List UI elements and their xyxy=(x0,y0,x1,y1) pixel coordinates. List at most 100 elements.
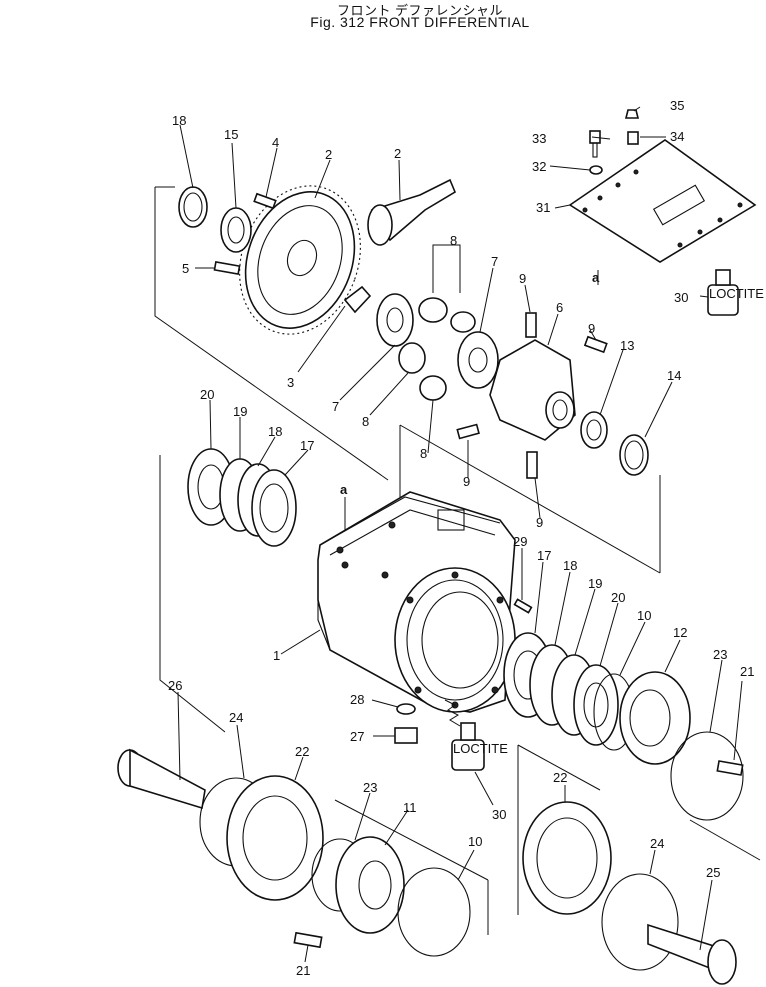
callout-31: 31 xyxy=(536,200,550,215)
callout-28: 28 xyxy=(350,692,364,707)
brake-bolt-right xyxy=(716,760,744,776)
callout-35: 35 xyxy=(670,98,684,113)
drain-plug xyxy=(394,727,418,744)
loctite-bottle-upper: LOCTITE xyxy=(707,269,764,316)
callout-20b: 20 xyxy=(611,590,625,605)
callout-a-cover: a xyxy=(592,270,600,285)
pinion-gear-top xyxy=(418,297,448,323)
side-gear-right xyxy=(457,331,499,389)
callout-4: 4 xyxy=(272,135,279,150)
breather-cap xyxy=(624,109,640,119)
callout-12: 12 xyxy=(673,625,687,640)
dowel-pin xyxy=(513,598,533,614)
callout-2: 2 xyxy=(325,147,332,162)
callout-22: 22 xyxy=(295,744,309,759)
callout-5: 5 xyxy=(182,261,189,276)
bearing-race-left xyxy=(178,186,208,228)
callout-9b: 9 xyxy=(588,321,595,336)
figure-title-japanese: フロント デファレンシャル xyxy=(336,3,504,18)
o-ring-right xyxy=(670,731,744,821)
callout-30: 30 xyxy=(674,290,688,305)
callout-23b: 23 xyxy=(363,780,377,795)
pinion-shaft-pins xyxy=(456,312,608,479)
callout-19: 19 xyxy=(233,404,247,419)
callout-8b: 8 xyxy=(362,414,369,429)
callout-27: 27 xyxy=(350,729,364,744)
callout-17: 17 xyxy=(300,438,314,453)
breather-plug xyxy=(627,131,639,145)
callout-8c: 8 xyxy=(420,446,427,461)
o-ring-right-lower xyxy=(601,873,679,971)
loctite-bottle-lower: LOCTITE xyxy=(451,722,508,771)
callout-18b: 18 xyxy=(268,424,282,439)
loctite-label-lower: LOCTITE xyxy=(453,741,508,756)
callout-3: 3 xyxy=(287,375,294,390)
lock-plate xyxy=(343,285,372,314)
taper-bearing-right xyxy=(580,411,608,449)
callout-1: 1 xyxy=(273,648,280,663)
callout-6: 6 xyxy=(556,300,563,315)
callout-11: 11 xyxy=(403,800,417,815)
callout-20: 20 xyxy=(200,387,214,402)
ring-gear-bolt-lower xyxy=(213,261,241,275)
callout-24: 24 xyxy=(229,710,243,725)
pinion-gear-mid xyxy=(450,311,476,333)
callout-29: 29 xyxy=(513,534,527,549)
loctite-label-upper: LOCTITE xyxy=(709,286,764,301)
cover-washer xyxy=(589,165,603,175)
figure-title-english: Fig. 312 FRONT DIFFERENTIAL xyxy=(310,14,530,30)
callout-19b: 19 xyxy=(588,576,602,591)
callout-14: 14 xyxy=(667,368,681,383)
housing-cover-plate xyxy=(568,139,757,263)
pinion-gear-bottom xyxy=(419,375,447,401)
callout-13: 13 xyxy=(620,338,634,353)
callout-21: 21 xyxy=(740,664,754,679)
ring-gear xyxy=(239,185,361,335)
callout-9: 9 xyxy=(519,271,526,286)
callout-8: 8 xyxy=(450,233,457,248)
callout-33: 33 xyxy=(532,131,546,146)
brake-housing-right xyxy=(522,801,612,915)
drain-plug-gasket xyxy=(396,703,416,715)
axle-shaft-right xyxy=(647,923,737,985)
brake-bolt-left xyxy=(293,931,323,949)
drive-pinion xyxy=(367,178,457,246)
callout-numbers: 18 15 4 2 2 35 33 34 32 31 5 8 7 9 9 6 1… xyxy=(168,98,754,978)
callout-21b: 21 xyxy=(296,963,310,978)
callout-10: 10 xyxy=(637,608,651,623)
brake-discs-left xyxy=(187,448,297,547)
callout-a-housing: a xyxy=(340,482,348,497)
axle-shaft-left xyxy=(117,748,206,810)
figure-title: フロント デファレンシャル Fig. 312 FRONT DIFFERENTIA… xyxy=(0,0,766,40)
cover-bolt xyxy=(589,130,601,158)
pinion-gear-lower xyxy=(398,342,426,374)
callout-34: 34 xyxy=(670,129,684,144)
callout-7: 7 xyxy=(491,254,498,269)
taper-bearing-left xyxy=(220,207,252,253)
callout-23: 23 xyxy=(713,647,727,662)
brake-piston-left xyxy=(335,836,405,934)
brake-housing-left xyxy=(226,775,324,901)
callout-9c: 9 xyxy=(463,474,470,489)
bearing-race-right xyxy=(619,434,649,476)
leader-lines xyxy=(177,106,743,963)
callout-32: 32 xyxy=(532,159,546,174)
callout-22b: 22 xyxy=(553,770,567,785)
brake-piston-right xyxy=(619,671,691,765)
callout-25: 25 xyxy=(706,865,720,880)
callout-24b: 24 xyxy=(650,836,664,851)
brake-discs-right xyxy=(503,632,619,746)
callout-10b: 10 xyxy=(468,834,482,849)
ring-gear-bolt-upper xyxy=(253,192,277,210)
differential-case xyxy=(489,339,576,441)
callout-2b: 2 xyxy=(394,146,401,161)
callout-26: 26 xyxy=(168,678,182,693)
assembly-boundary-lines xyxy=(154,186,761,935)
callout-17b: 17 xyxy=(537,548,551,563)
snap-ring-left xyxy=(397,867,471,957)
differential-housing xyxy=(317,491,516,713)
callout-7b: 7 xyxy=(332,399,339,414)
callout-18c: 18 xyxy=(563,558,577,573)
callout-30b: 30 xyxy=(492,807,506,822)
